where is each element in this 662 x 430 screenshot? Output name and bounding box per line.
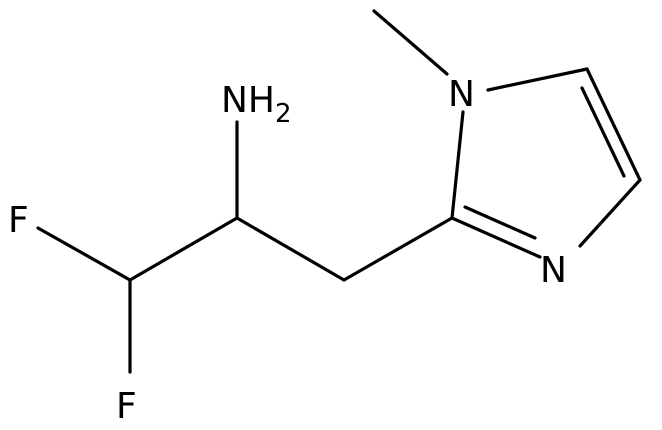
bond-c4-n3 xyxy=(578,178,642,248)
bond-c1-c2 xyxy=(128,216,239,282)
bond-n3-c2-inner xyxy=(463,205,537,240)
imidazole-n-ring-label: N xyxy=(540,250,567,291)
bond-group xyxy=(36,9,642,374)
bond-c1-f-top xyxy=(36,226,132,282)
fluorine-bottom-label: F xyxy=(116,386,137,427)
bond-c3-imid-c2 xyxy=(342,216,454,282)
bond-n1-c5 xyxy=(486,67,589,92)
bond-n3-c2 xyxy=(450,216,542,259)
bond-c5-c4-inner xyxy=(580,86,626,178)
amine-label: NH2 xyxy=(221,80,292,129)
atom-label-group: NH2 F F N N xyxy=(8,74,567,427)
bond-n1-methyl xyxy=(372,9,449,76)
fluorine-top-label: F xyxy=(8,200,29,241)
bond-imid-c2-n1 xyxy=(450,110,465,220)
imidazole-n-methyl-label: N xyxy=(448,74,475,115)
bond-c2-c3 xyxy=(235,216,346,282)
bond-c5-c4 xyxy=(585,67,642,182)
